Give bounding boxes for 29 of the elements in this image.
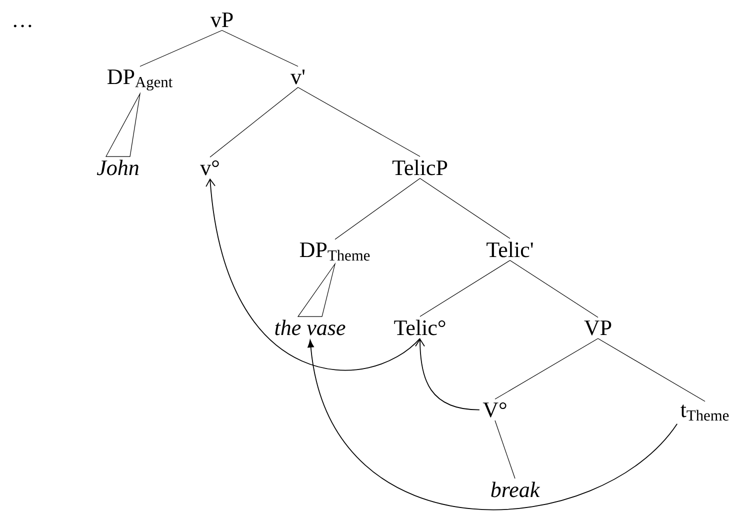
tree-label: v' <box>290 70 305 84</box>
ellipsis: … <box>14 24 32 28</box>
tree-label: DP$_{Agent}$ <box>108 70 173 90</box>
tree-label: TelicP <box>392 160 448 176</box>
branch-line <box>494 338 598 400</box>
branch-line <box>334 178 420 240</box>
tree-label: John <box>96 160 138 176</box>
movement-arrow <box>308 340 678 510</box>
tree-label: Telic' <box>486 242 533 258</box>
tree-label: Telic° <box>394 320 446 336</box>
branch-line <box>510 260 598 318</box>
tree-label: V° <box>482 402 506 418</box>
tree-label: break <box>491 482 540 498</box>
branch-line <box>210 87 298 158</box>
movement-arrow <box>206 178 420 371</box>
branch-line <box>298 87 420 157</box>
branch-line <box>222 30 298 67</box>
tree-label: VP <box>584 320 612 336</box>
tree-label: the vase <box>275 320 346 336</box>
tree-label: t$_{Theme}$ <box>680 404 729 421</box>
tree-label: DP$_{Theme}$ <box>300 242 370 261</box>
branch-line <box>420 178 510 239</box>
branch-line <box>140 30 222 67</box>
branch-line <box>598 338 706 402</box>
tree-label: vP <box>210 12 233 28</box>
branch-line <box>494 420 516 479</box>
tree-label: v° <box>200 160 219 176</box>
movement-arrow <box>415 338 480 410</box>
branch-line <box>420 260 510 317</box>
